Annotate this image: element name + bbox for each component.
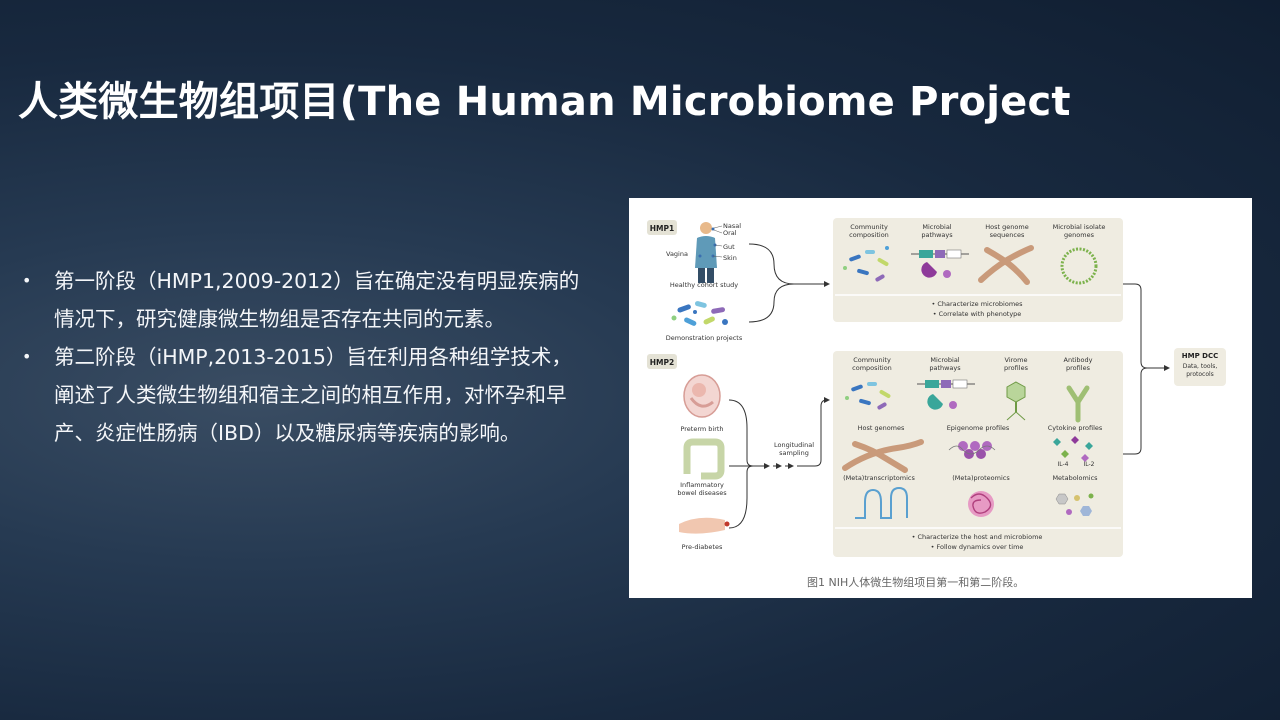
dcc-line-2: protocols [1186, 371, 1214, 378]
site-gut: Gut [723, 243, 735, 251]
community-icon [845, 382, 891, 410]
hmp2-item-transcriptomics: (Meta)transcriptomics [843, 474, 915, 482]
dcc-box [1174, 348, 1226, 386]
bullet-list: • 第一阶段（HMP1,2009-2012）旨在确定没有明显疾病的情况下，研究健… [22, 262, 592, 452]
rna-icon [855, 486, 908, 519]
hmp1-note-1: • Characterize microbiomes [931, 300, 1023, 308]
hmp-diagram: HMP1 Nasal Oral Gut Skin Vagina Healthy … [647, 218, 1226, 589]
cytokine-icon [1053, 436, 1093, 462]
colon-icon [683, 438, 725, 480]
cohort-preterm: Preterm birth [680, 425, 723, 433]
demo-label: Demonstration projects [666, 334, 743, 342]
hmp2-tag: HMP2 [650, 358, 674, 367]
hmp2-tag-box [647, 354, 677, 369]
hmp1-tag: HMP1 [650, 224, 674, 233]
slide-title: 人类微生物组项目(The Human Microbiome Project [18, 79, 1071, 125]
antibody-icon [1066, 385, 1090, 423]
pathway-icon [911, 249, 969, 278]
hmp2-item-cytokine: Cytokine profiles [1048, 424, 1103, 432]
bullet-item-ihmp: • 第二阶段（iHMP,2013-2015）旨在利用各种组学技术，阐述了人类微生… [22, 338, 592, 452]
hmp1-panel [833, 218, 1123, 322]
cohort-ibd-1: Inflammatory [680, 481, 724, 489]
hmp1-note-2: • Correlate with phenotype [933, 310, 1022, 318]
hmp2-item-proteomics: (Meta)proteomics [952, 474, 1010, 482]
hmp-figure: HMP1 Nasal Oral Gut Skin Vagina Healthy … [629, 198, 1252, 598]
hmp2-note-1: • Characterize the host and microbiome [912, 533, 1043, 541]
dcc-title: HMP DCC [1182, 352, 1218, 360]
site-oral: Oral [723, 229, 737, 237]
community-icon [843, 246, 889, 282]
pathway-icon [917, 379, 975, 410]
site-skin: Skin [723, 254, 737, 262]
bullet-text-ihmp: 第二阶段（iHMP,2013-2015）旨在利用各种组学技术，阐述了人类微生物组… [54, 345, 572, 445]
protein-icon [968, 491, 994, 517]
bullet-text-hmp1: 第一阶段（HMP1,2009-2012）旨在确定没有明显疾病的情况下，研究健康微… [54, 269, 580, 331]
cytokine-il4: IL-4 [1058, 461, 1069, 468]
genome-ring-icon [1060, 247, 1098, 285]
cohort-ibd-2: bowel diseases [677, 489, 727, 497]
site-nasal: Nasal [723, 222, 741, 230]
dcc-line-1: Data, tools, [1183, 363, 1218, 370]
cytokine-il2: IL-2 [1084, 461, 1095, 468]
chromosome-icon [978, 245, 1034, 285]
hmp2-note-2: • Follow dynamics over time [931, 543, 1024, 551]
bacteria-icon [671, 301, 728, 326]
pregnancy-icon [683, 374, 721, 418]
hmp2-item-metabolomics: Metabolomics [1052, 474, 1098, 482]
bullet-item-hmp1: • 第一阶段（HMP1,2009-2012）旨在确定没有明显疾病的情况下，研究健… [22, 262, 592, 338]
metabolite-icon [1055, 493, 1094, 516]
cohort-label: Healthy cohort study [670, 281, 738, 289]
bullet-dot: • [22, 347, 32, 366]
chromosome-icon [842, 439, 924, 473]
figure-caption: 图1 NIH人体微生物组项目第一和第二阶段。 [807, 575, 1024, 589]
hmp2-item-epigenome: Epigenome profiles [947, 424, 1010, 432]
cohort-prediabetes: Pre-diabetes [682, 543, 723, 551]
hmp2-item-hostgenomes: Host genomes [858, 424, 905, 432]
bullet-dot: • [22, 271, 32, 290]
nucleosome-icon [948, 441, 996, 459]
hmp1-tag-box [647, 220, 677, 235]
person-icon [695, 222, 717, 283]
site-vagina: Vagina [666, 250, 688, 258]
virus-icon [1006, 381, 1026, 421]
fingerprick-icon [679, 517, 730, 534]
